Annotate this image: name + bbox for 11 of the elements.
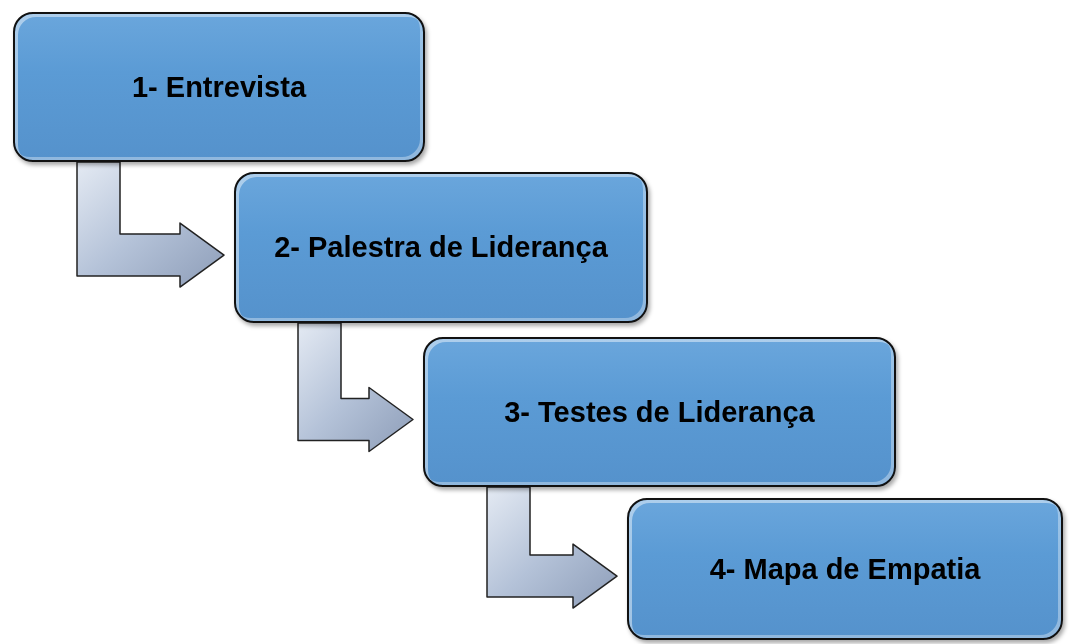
bent-arrow <box>76 161 225 288</box>
process-box <box>423 337 896 487</box>
process-box <box>13 12 425 162</box>
bent-arrow <box>486 486 618 609</box>
step-label: 1- Entrevista <box>131 70 307 104</box>
step-label: 2- Palestra de Liderança <box>274 231 608 264</box>
step-label: 4- Mapa de Empatia <box>709 552 981 586</box>
process-box <box>627 498 1063 640</box>
process-box <box>234 172 648 323</box>
bent-arrow <box>297 322 414 453</box>
step-label: 3- Testes de Liderança <box>504 395 815 429</box>
